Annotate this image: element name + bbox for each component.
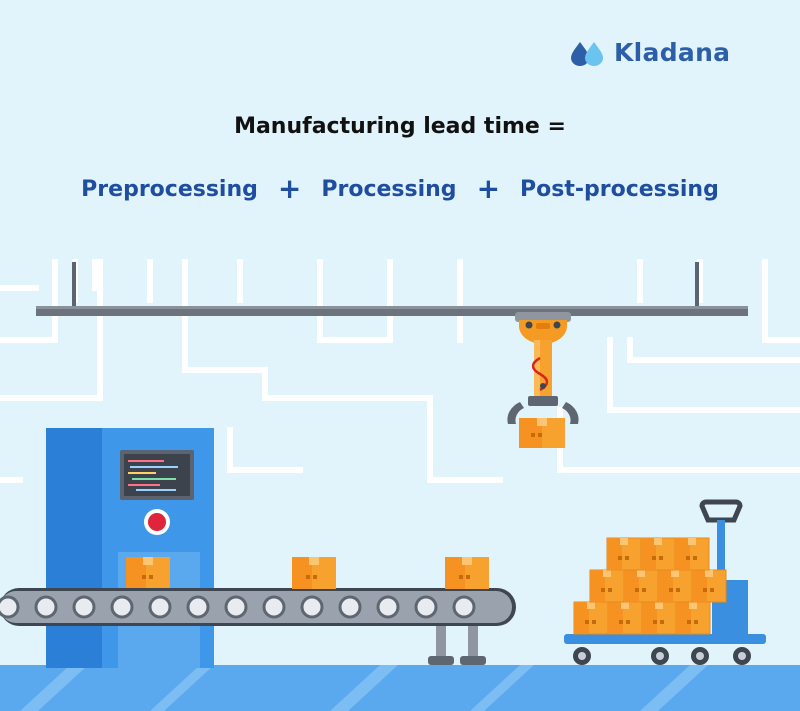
- machine-screen: [120, 450, 194, 500]
- robotic-arm: [507, 312, 579, 448]
- conveyor-roller: [186, 595, 210, 619]
- term-post-processing: Post-processing: [520, 176, 719, 202]
- conveyor-roller: [224, 595, 248, 619]
- conveyor-roller: [34, 595, 58, 619]
- conveyor-roller: [110, 595, 134, 619]
- conveyor-roller: [376, 595, 400, 619]
- term-preprocessing: Preprocessing: [81, 176, 258, 202]
- stacked-box: [573, 601, 609, 635]
- conveyor-roller: [262, 595, 286, 619]
- conveyor-box: [445, 557, 489, 589]
- stacked-box: [691, 569, 727, 603]
- box-in-machine: [126, 557, 170, 589]
- conveyor-roller: [148, 595, 172, 619]
- lead-time-formula: Preprocessing + Processing + Post-proces…: [0, 175, 800, 203]
- pallet-jack: [564, 499, 766, 665]
- overhead-rail: [36, 262, 748, 316]
- manufacturing-machine: [46, 428, 214, 668]
- conveyor-roller: [0, 595, 20, 619]
- plus-operator: +: [277, 172, 302, 205]
- stacked-box: [675, 601, 711, 635]
- box-stack: [573, 537, 727, 635]
- stacked-box: [589, 569, 625, 603]
- stacked-box: [640, 537, 676, 571]
- stacked-box: [607, 601, 643, 635]
- stacked-box: [657, 569, 693, 603]
- conveyor-box: [292, 557, 336, 589]
- conveyor-roller: [300, 595, 324, 619]
- held-box: [519, 418, 565, 448]
- stacked-box: [623, 569, 659, 603]
- conveyor-roller: [414, 595, 438, 619]
- conveyor-belt: [0, 588, 516, 665]
- term-processing: Processing: [321, 176, 457, 202]
- stacked-box: [674, 537, 710, 571]
- conveyor-roller: [72, 595, 96, 619]
- floor: [0, 665, 800, 711]
- stacked-box: [641, 601, 677, 635]
- stacked-box: [606, 537, 642, 571]
- brand-name: Kladana: [614, 38, 731, 67]
- kladana-logo: Kladana: [570, 38, 730, 67]
- conveyor-roller: [338, 595, 362, 619]
- conveyor-roller: [452, 595, 476, 619]
- headline: Manufacturing lead time =: [234, 114, 566, 139]
- water-drops-icon: [571, 41, 603, 66]
- plus-operator: +: [476, 172, 501, 205]
